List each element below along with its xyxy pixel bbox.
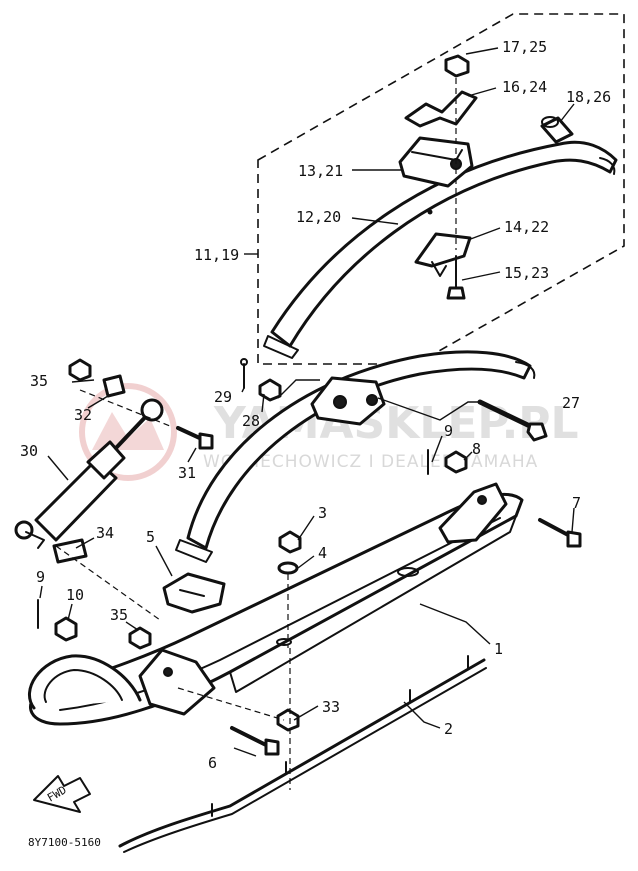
callout-3: 3 [318,504,327,522]
pin-29 [240,358,248,389]
nut-35-lower [128,626,152,650]
callout-35-lower: 35 [110,606,128,624]
assembly-group-outline [257,13,625,365]
collar-32 [102,374,126,398]
callout-16-24: 16,24 [502,78,547,96]
nut-8 [444,450,468,474]
clamp-plate [404,90,478,128]
nut-3 [278,530,302,554]
saddle-5 [162,572,226,614]
callout-12-20: 12,20 [296,208,341,226]
callout-34: 34 [96,524,114,542]
nut-17-25 [444,54,470,78]
callout-11-19: 11,19 [194,246,239,264]
ski-rear-bracket [438,482,508,544]
callout-5: 5 [146,528,155,546]
drawing-code: 8Y7100-5160 [28,836,101,849]
callouts: 17,25 16,24 18,26 13,21 12,20 14,22 15,2… [20,38,611,772]
callout-13-21: 13,21 [298,162,343,180]
callout-35-upper: 35 [30,372,48,390]
callout-27: 27 [562,394,580,412]
callout-6: 6 [208,754,217,772]
bolt-6 [230,726,280,756]
callout-17-25: 17,25 [502,38,547,56]
bolt-27 [477,399,548,442]
callout-8: 8 [472,440,481,458]
callout-18-26: 18,26 [566,88,611,106]
callout-10: 10 [66,586,84,604]
callout-29: 29 [214,388,232,406]
callout-28: 28 [242,412,260,430]
nut-33 [276,708,300,732]
callout-31: 31 [178,464,196,482]
callout-2: 2 [444,720,453,738]
wear-bar [118,655,487,853]
watermark-logo [79,383,177,481]
callout-4: 4 [318,544,327,562]
callout-33: 33 [322,698,340,716]
bolt-31 [176,426,214,450]
callout-32: 32 [74,406,92,424]
nut-10 [54,616,78,642]
spring-clamp-lower [310,376,386,426]
lower-bracket [414,232,472,277]
ski-front-bracket [138,648,216,716]
callout-15-23: 15,23 [504,264,549,282]
callout-1: 1 [494,640,503,658]
callout-9-left: 9 [36,568,45,586]
washer-4 [277,561,299,575]
callout-7: 7 [572,494,581,512]
callout-30: 30 [20,442,38,460]
collar-18-26 [540,116,574,144]
callout-14-22: 14,22 [504,218,549,236]
nut-35-upper [68,358,92,382]
leader-lines [39,47,575,757]
fwd-arrow: FWD [33,775,91,813]
bolt-7 [538,518,582,548]
callout-9-right: 9 [444,422,453,440]
bolt-15-23 [446,255,466,300]
collar-34 [52,538,88,564]
